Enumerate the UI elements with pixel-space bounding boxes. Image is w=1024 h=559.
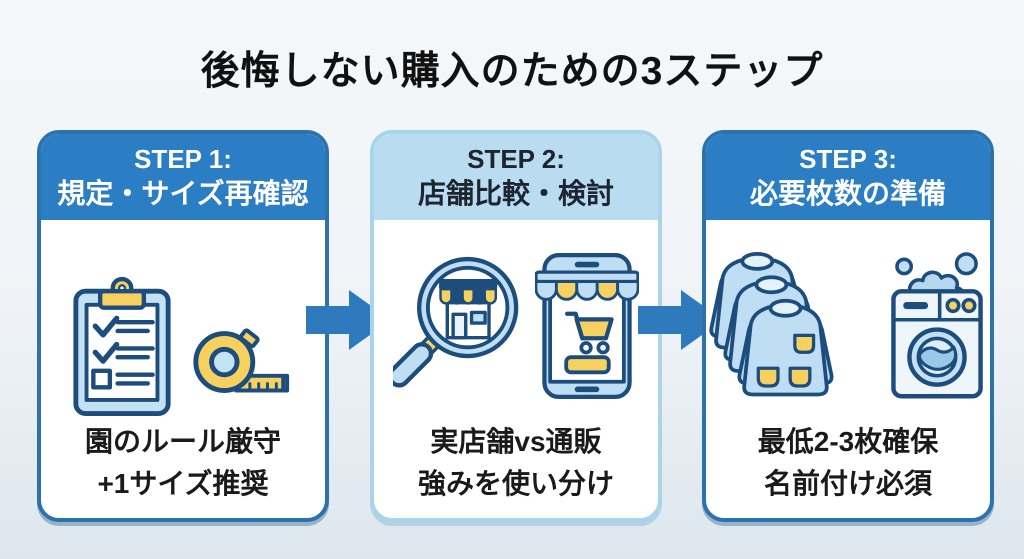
step-1-caption: 園のルール厳守 +1サイズ推奨	[85, 420, 281, 518]
step-2-caption-line1: 実店舗vs通販	[430, 426, 602, 457]
step-1-caption-line2: +1サイズ推奨	[97, 468, 269, 499]
store-search-icon	[393, 256, 519, 388]
step-3-header: STEP 3: 必要枚数の準備	[706, 134, 990, 220]
smocks-icon	[709, 251, 834, 396]
online-shop-phone-icon	[535, 252, 639, 400]
clipboard-checklist-icon	[73, 276, 171, 416]
measuring-tape-icon	[193, 328, 290, 393]
step-card-3: STEP 3: 必要枚数の準備	[702, 130, 994, 522]
step-2-caption-line2: 強みを使い分け	[417, 468, 614, 499]
arrow-right-icon	[638, 290, 723, 350]
step-2-header: STEP 2: 店舗比較・検討	[374, 134, 658, 220]
step-1-icons	[71, 232, 295, 420]
step-2-icons	[393, 232, 639, 420]
step-3-icons	[706, 232, 990, 420]
step-2-label: STEP 2:	[467, 144, 565, 175]
step-3-caption-line1: 最低2-3枚確保	[757, 426, 939, 457]
step-3-title: 必要枚数の準備	[749, 177, 946, 209]
step-2-caption: 実店舗vs通販 強みを使い分け	[418, 420, 614, 518]
step-3-body: 最低2-3枚確保 名前付け必須	[706, 220, 990, 518]
step-2-title: 店舗比較・検討	[417, 177, 614, 209]
step-1-body: 園のルール厳守 +1サイズ推奨	[41, 220, 325, 518]
step-1-header: STEP 1: 規定・サイズ再確認	[41, 134, 325, 220]
arrow-right-icon	[306, 290, 391, 350]
step-1-label: STEP 1:	[134, 144, 232, 175]
step-1-caption-line1: 園のルール厳守	[84, 426, 281, 457]
step-1-title: 規定・サイズ再確認	[57, 177, 309, 209]
step-3-caption: 最低2-3枚確保 名前付け必須	[758, 420, 938, 518]
step-card-2: STEP 2: 店舗比較・検討	[370, 130, 662, 522]
step-card-1: STEP 1: 規定・サイズ再確認	[37, 130, 329, 522]
step-3-label: STEP 3:	[799, 144, 897, 175]
step-2-body: 実店舗vs通販 強みを使い分け	[374, 220, 658, 518]
step-3-caption-line2: 名前付け必須	[763, 468, 932, 499]
page-title: 後悔しない購入のための3ステップ	[200, 50, 824, 93]
washing-machine-icon	[891, 252, 983, 399]
